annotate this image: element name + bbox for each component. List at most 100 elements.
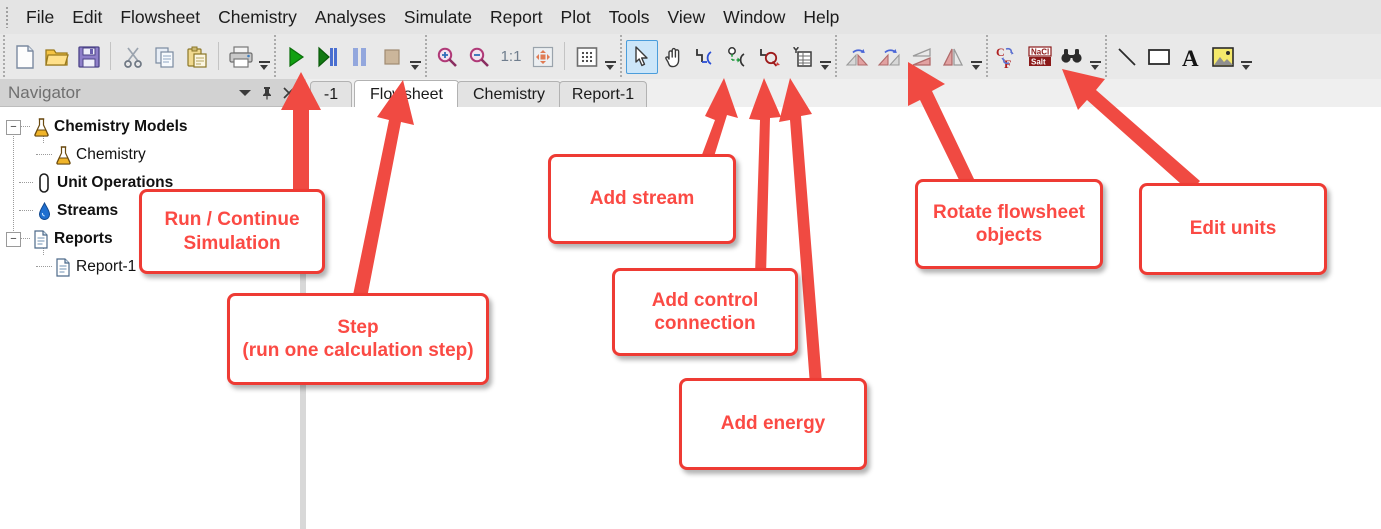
pin-icon[interactable] [256, 82, 278, 104]
tree-connector-line-1 [13, 125, 14, 243]
tree-item-streams[interactable]: Streams [0, 197, 300, 225]
add-stream-icon[interactable] [690, 40, 722, 74]
toolbar-gripper-4[interactable] [617, 34, 626, 79]
droplet-icon [33, 201, 55, 221]
draw-rectangle-icon[interactable] [1143, 40, 1175, 74]
navigator-header: Navigator [0, 79, 300, 107]
tree-expander-minus[interactable]: − [6, 119, 21, 135]
callout-edit-units: Edit units [1139, 183, 1327, 275]
tree-item-unit-operations[interactable]: Unit Operations [0, 169, 300, 197]
menu-item-file[interactable]: File [26, 6, 55, 27]
toolbar-separator-2 [213, 34, 225, 79]
menu-bar-gripper[interactable] [3, 6, 13, 28]
open-folder-icon[interactable] [41, 40, 73, 74]
transform-dropdown-icon[interactable] [969, 38, 983, 76]
tree-item-chemistry-models[interactable]: − Chemistry Models [0, 113, 300, 141]
flip-horizontal-icon[interactable] [905, 40, 937, 74]
callout-add-control-connection: Add control connection [612, 268, 798, 356]
print-dropdown-icon[interactable] [257, 38, 271, 76]
tree-item-report-1[interactable]: Report-1 [0, 253, 300, 281]
toolbar-separator-1 [105, 34, 117, 79]
navigator-tree: − Chemistry Models Chemistry Unit Operat… [0, 107, 300, 281]
pan-hand-icon[interactable] [658, 40, 690, 74]
callout-add-stream: Add stream [548, 154, 736, 244]
tab-flowsheet[interactable]: Flowsheet [354, 80, 459, 108]
tab-report-1[interactable]: Report-1 [559, 81, 647, 107]
tree-expander-minus[interactable]: − [6, 231, 21, 247]
insert-image-icon[interactable] [1207, 40, 1239, 74]
flask-icon [30, 117, 52, 137]
save-icon[interactable] [73, 40, 105, 74]
toolbar-gripper-5[interactable] [832, 34, 841, 79]
tree-item-label: Streams [57, 202, 119, 219]
select-pointer-icon[interactable] [626, 39, 658, 74]
toolbar-gripper-3[interactable] [422, 34, 431, 79]
callout-text: Step (run one calculation step) [242, 316, 474, 361]
flip-vertical-icon[interactable] [937, 40, 969, 74]
new-file-icon[interactable] [9, 40, 41, 74]
zoom-out-icon[interactable] [463, 40, 495, 74]
tab-chemistry[interactable]: Chemistry [457, 81, 561, 107]
cut-icon[interactable] [117, 40, 149, 74]
toolbar: 1:1 [0, 34, 1381, 80]
tree-item-reports[interactable]: − Reports [0, 225, 300, 253]
callout-text: Add energy [720, 413, 826, 435]
zoom-actual-size-icon[interactable]: 1:1 [495, 40, 527, 74]
navigator-panel: Navigator − Chemistry Models [0, 79, 300, 529]
chevron-down-icon[interactable] [234, 82, 256, 104]
toolbar-gripper-1[interactable] [0, 34, 9, 79]
simulation-dropdown-icon[interactable] [408, 38, 422, 76]
text-tool-icon[interactable]: A [1175, 40, 1207, 74]
menu-item-window[interactable]: Window [723, 6, 786, 27]
document-icon [30, 229, 52, 249]
add-energy-icon[interactable] [754, 40, 786, 74]
find-dropdown-icon[interactable] [1088, 38, 1102, 76]
close-icon[interactable] [278, 82, 300, 104]
menu-item-help[interactable]: Help [803, 6, 840, 27]
tree-item-label: Reports [54, 230, 113, 247]
menu-bar: File Edit Flowsheet Chemistry Analyses S… [0, 0, 1381, 34]
menu-item-tools[interactable]: Tools [608, 6, 650, 27]
zoom-fit-icon[interactable] [527, 40, 559, 74]
callout-text: Edit units [1189, 218, 1277, 240]
grid-icon[interactable] [571, 40, 603, 74]
document-icon [52, 257, 74, 277]
paste-icon[interactable] [181, 40, 213, 74]
callout-rotate-objects: Rotate flowsheet objects [915, 179, 1103, 269]
step-icon[interactable] [312, 40, 344, 74]
svg-text:C: C [996, 45, 1005, 59]
menu-item-plot[interactable]: Plot [560, 6, 591, 27]
zoom-in-icon[interactable] [431, 40, 463, 74]
toolbar-gripper-6[interactable] [983, 34, 992, 79]
menu-item-simulate[interactable]: Simulate [403, 6, 472, 27]
grid-dropdown-icon[interactable] [603, 38, 617, 76]
draw-dropdown-icon[interactable] [1239, 38, 1253, 76]
menu-item-report[interactable]: Report [490, 6, 543, 27]
rotate-right-icon[interactable] [873, 40, 905, 74]
tab-partial[interactable]: -1 [310, 81, 352, 107]
rotate-left-icon[interactable] [841, 40, 873, 74]
print-icon[interactable] [225, 40, 257, 74]
objects-dropdown-icon[interactable] [818, 38, 832, 76]
flask-icon [52, 145, 74, 165]
callout-text: Add control connection [651, 289, 759, 334]
add-table-icon[interactable] [786, 40, 818, 74]
menu-item-flowsheet[interactable]: Flowsheet [120, 6, 201, 27]
copy-icon[interactable] [149, 40, 181, 74]
menu-item-view[interactable]: View [667, 6, 706, 27]
menu-item-edit[interactable]: Edit [72, 6, 103, 27]
tree-item-chemistry[interactable]: Chemistry [0, 141, 300, 169]
stop-icon[interactable] [376, 40, 408, 74]
run-icon[interactable] [280, 40, 312, 74]
pause-icon[interactable] [344, 40, 376, 74]
toolbar-gripper-2[interactable] [271, 34, 280, 79]
add-control-connection-icon[interactable] [722, 40, 754, 74]
toolbar-separator-3 [559, 34, 571, 79]
draw-line-icon[interactable] [1111, 40, 1143, 74]
menu-item-chemistry[interactable]: Chemistry [218, 6, 297, 27]
find-icon[interactable] [1056, 40, 1088, 74]
toolbar-gripper-7[interactable] [1102, 34, 1111, 79]
menu-item-analyses[interactable]: Analyses [314, 6, 386, 27]
